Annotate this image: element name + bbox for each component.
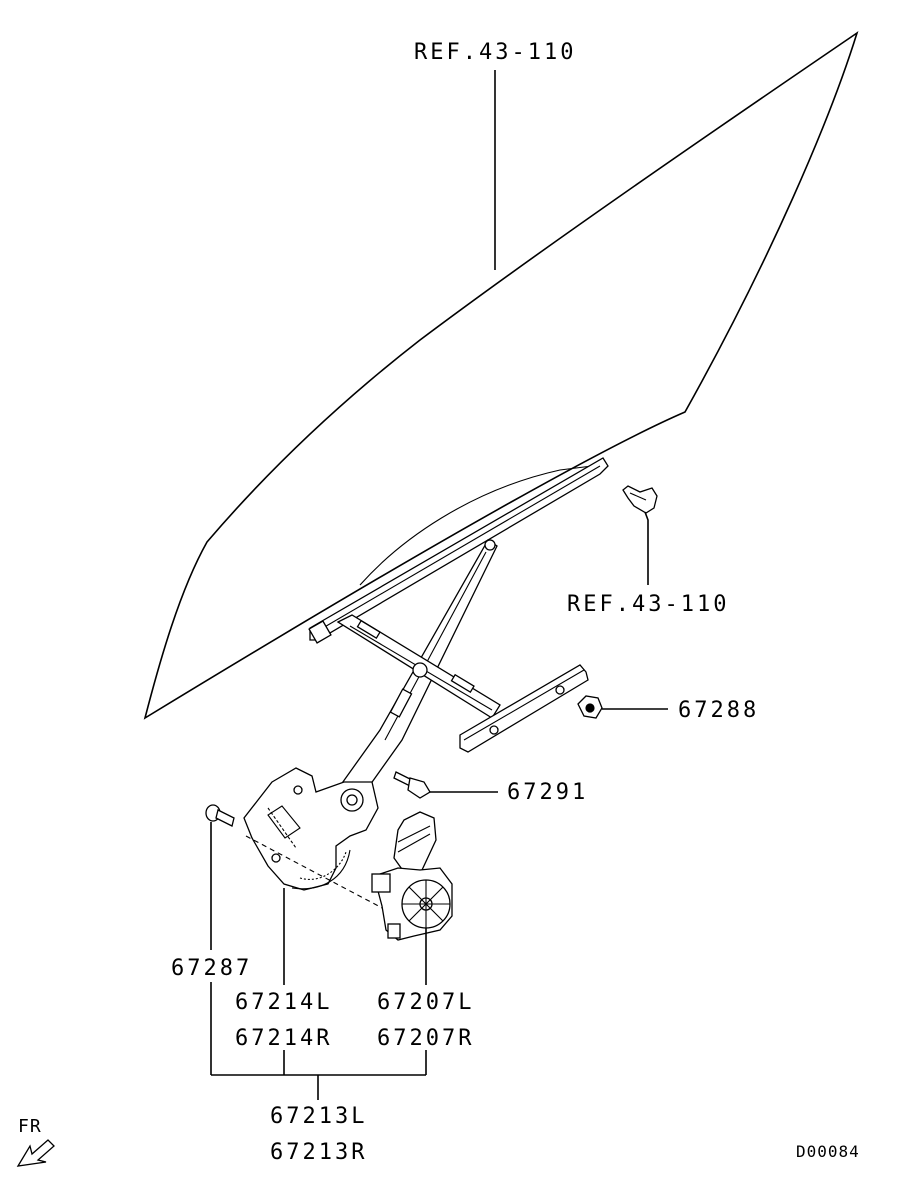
part-label-67287: 67287	[171, 956, 253, 981]
part-label-67213R: 67213R	[270, 1140, 368, 1165]
ref-glass-label: REF.43-110	[414, 40, 577, 65]
ref-clip-label: REF.43-110	[567, 592, 730, 617]
arrow-down-left-icon	[16, 1139, 55, 1167]
part-label-67207R: 67207R	[377, 1026, 475, 1051]
door-glass	[143, 31, 859, 720]
regulator-arms	[336, 539, 501, 796]
screw-67287	[205, 804, 235, 827]
part-label-67214L: 67214L	[235, 990, 333, 1015]
diagram-code: D00084	[796, 1142, 860, 1161]
part-label-67291: 67291	[507, 780, 589, 805]
bolt-67291	[393, 771, 431, 799]
group-bracket-67213	[210, 982, 427, 1100]
ref-clip-leader	[644, 511, 649, 585]
glass-clip	[622, 485, 658, 514]
part-label-67214R: 67214R	[235, 1026, 333, 1051]
regulator-base-plate	[243, 767, 379, 891]
motor-67207	[371, 811, 453, 941]
front-label: FR	[18, 1116, 42, 1137]
part-label-67213L: 67213L	[270, 1104, 368, 1129]
glass-channel-rail	[308, 457, 609, 644]
part-label-67207L: 67207L	[377, 990, 475, 1015]
nut-67288	[577, 695, 603, 719]
lower-guide-rail	[459, 664, 589, 753]
part-label-67288: 67288	[678, 698, 760, 723]
